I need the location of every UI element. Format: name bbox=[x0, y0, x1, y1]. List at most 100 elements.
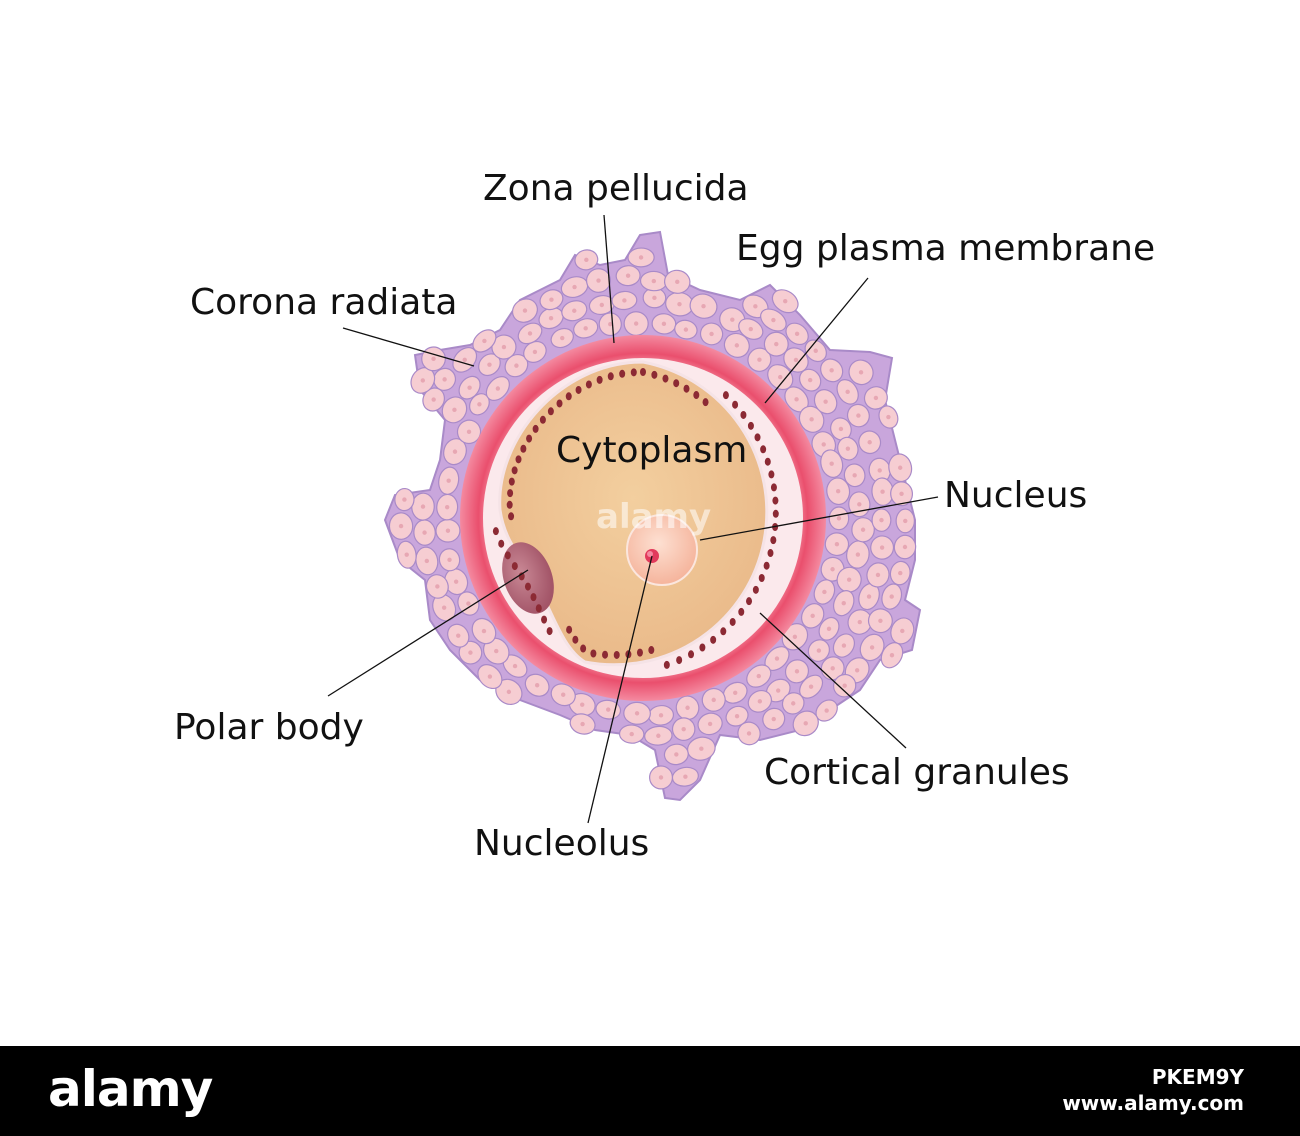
corona-cell-nucleus bbox=[580, 702, 585, 707]
corona-cell-nucleus bbox=[435, 584, 440, 589]
corona-cell-nucleus bbox=[877, 468, 882, 473]
corona-cell-nucleus bbox=[899, 491, 904, 496]
label-nucleolus: Nucleolus bbox=[474, 823, 649, 864]
corona-cell-nucleus bbox=[481, 628, 487, 634]
corona-cell-nucleus bbox=[549, 297, 554, 302]
corona-cell-nucleus bbox=[794, 331, 800, 337]
corona-cell-nucleus bbox=[675, 279, 680, 285]
corona-cell-nucleus bbox=[677, 301, 682, 307]
corona-cell-nucleus bbox=[561, 692, 566, 697]
corona-cell-nucleus bbox=[638, 255, 644, 260]
corona-cell-nucleus bbox=[487, 362, 492, 367]
cytoplasm bbox=[498, 360, 769, 667]
corona-cell-nucleus bbox=[794, 669, 800, 674]
leader-polar-body bbox=[327, 569, 529, 697]
corona-cell-nucleus bbox=[793, 357, 799, 363]
corona-cell-nucleus bbox=[420, 504, 426, 509]
corona-cell-nucleus bbox=[629, 731, 634, 737]
footer-image-id: PKEM9Y bbox=[1151, 1065, 1244, 1089]
corona-cell-nucleus bbox=[606, 707, 611, 712]
corona-cell-nucleus bbox=[681, 726, 686, 732]
cortical-granule bbox=[498, 539, 505, 548]
cortical-granule bbox=[747, 421, 754, 430]
cortical-granule bbox=[602, 650, 609, 659]
cortical-granule bbox=[651, 370, 658, 379]
label-nucleus: Nucleus bbox=[944, 475, 1087, 516]
corona-cell-nucleus bbox=[633, 321, 639, 326]
cortical-granule bbox=[770, 483, 777, 492]
corona-cell-nucleus bbox=[900, 628, 905, 634]
corona-cell-nucleus bbox=[902, 544, 908, 550]
corona-cell-nucleus bbox=[599, 302, 605, 308]
cortical-granule bbox=[547, 407, 554, 416]
corona-cell-nucleus bbox=[834, 541, 840, 547]
corona-cell-nucleus bbox=[823, 399, 828, 404]
corona-cell-nucleus bbox=[791, 701, 796, 706]
corona-cell-nucleus bbox=[701, 303, 706, 309]
cortical-granule bbox=[648, 646, 655, 655]
corona-cell-nucleus bbox=[821, 442, 826, 447]
corona-cell-nucleus bbox=[572, 284, 577, 290]
label-corona-radiata: Corona radiata bbox=[190, 282, 457, 323]
leader-zona-pellucida bbox=[603, 214, 615, 344]
cortical-granule bbox=[524, 582, 531, 591]
cortical-granule bbox=[575, 385, 582, 394]
corona-cell-nucleus bbox=[879, 545, 885, 550]
corona-cell-nucleus bbox=[699, 746, 704, 751]
corona-cell-nucleus bbox=[402, 497, 407, 502]
corona-cell-nucleus bbox=[757, 699, 763, 704]
cortical-granule bbox=[673, 379, 680, 388]
cortical-granule bbox=[770, 536, 777, 545]
corona-cell-nucleus bbox=[468, 650, 473, 655]
cortical-granule bbox=[530, 593, 537, 602]
corona-cell-nucleus bbox=[651, 278, 657, 284]
corona-cell-nucleus bbox=[658, 713, 664, 718]
cortical-granule bbox=[585, 380, 592, 389]
cortical-granule bbox=[746, 597, 753, 606]
cortical-granule bbox=[693, 391, 700, 400]
cortical-granule bbox=[532, 424, 539, 433]
cortical-granule bbox=[504, 551, 511, 560]
corona-cell-nucleus bbox=[534, 683, 540, 688]
cortical-granule bbox=[539, 415, 546, 424]
cortical-granule bbox=[702, 398, 709, 407]
cortical-granule bbox=[630, 368, 637, 377]
footer-site: www.alamy.com bbox=[1062, 1091, 1244, 1115]
corona-cell-nucleus bbox=[869, 645, 875, 650]
corona-cell-nucleus bbox=[867, 440, 872, 445]
corona-cell-nucleus bbox=[826, 626, 832, 632]
cortical-granule bbox=[590, 649, 597, 658]
corona-cell-nucleus bbox=[807, 377, 813, 383]
leader-cortical-granules bbox=[759, 612, 907, 749]
corona-cell-nucleus bbox=[753, 304, 758, 309]
cortical-granule bbox=[663, 660, 670, 669]
corona-cell-nucleus bbox=[829, 368, 834, 373]
cortical-granule bbox=[511, 466, 518, 475]
cortical-granule bbox=[720, 627, 727, 636]
cortical-granule bbox=[772, 496, 779, 505]
cortical-granule bbox=[662, 374, 669, 383]
cortical-granule bbox=[768, 470, 775, 479]
cortical-granule bbox=[683, 384, 690, 393]
corona-cell-nucleus bbox=[880, 489, 885, 494]
corona-cell-nucleus bbox=[813, 348, 818, 353]
corona-cell-nucleus bbox=[711, 697, 716, 703]
corona-cell-nucleus bbox=[771, 317, 776, 323]
cortical-granule bbox=[772, 509, 779, 518]
corona-cell-nucleus bbox=[442, 377, 447, 382]
cortical-granule bbox=[572, 635, 579, 644]
corona-cell-nucleus bbox=[685, 705, 690, 710]
corona-cell-nucleus bbox=[858, 370, 864, 375]
corona-cell-nucleus bbox=[404, 552, 409, 557]
corona-cell-nucleus bbox=[625, 273, 631, 278]
cortical-granule bbox=[636, 648, 643, 657]
leader-nucleus bbox=[699, 496, 939, 541]
corona-cell-nucleus bbox=[452, 407, 457, 413]
cortical-granule bbox=[565, 392, 572, 401]
corona-cell-nucleus bbox=[424, 558, 430, 564]
corona-cell-nucleus bbox=[846, 577, 852, 582]
corona-cell-nucleus bbox=[584, 257, 589, 263]
footer-bar: alamy PKEM9Y www.alamy.com bbox=[0, 1046, 1300, 1136]
corona-cell-nucleus bbox=[841, 600, 846, 606]
corona-cell-nucleus bbox=[841, 643, 847, 648]
